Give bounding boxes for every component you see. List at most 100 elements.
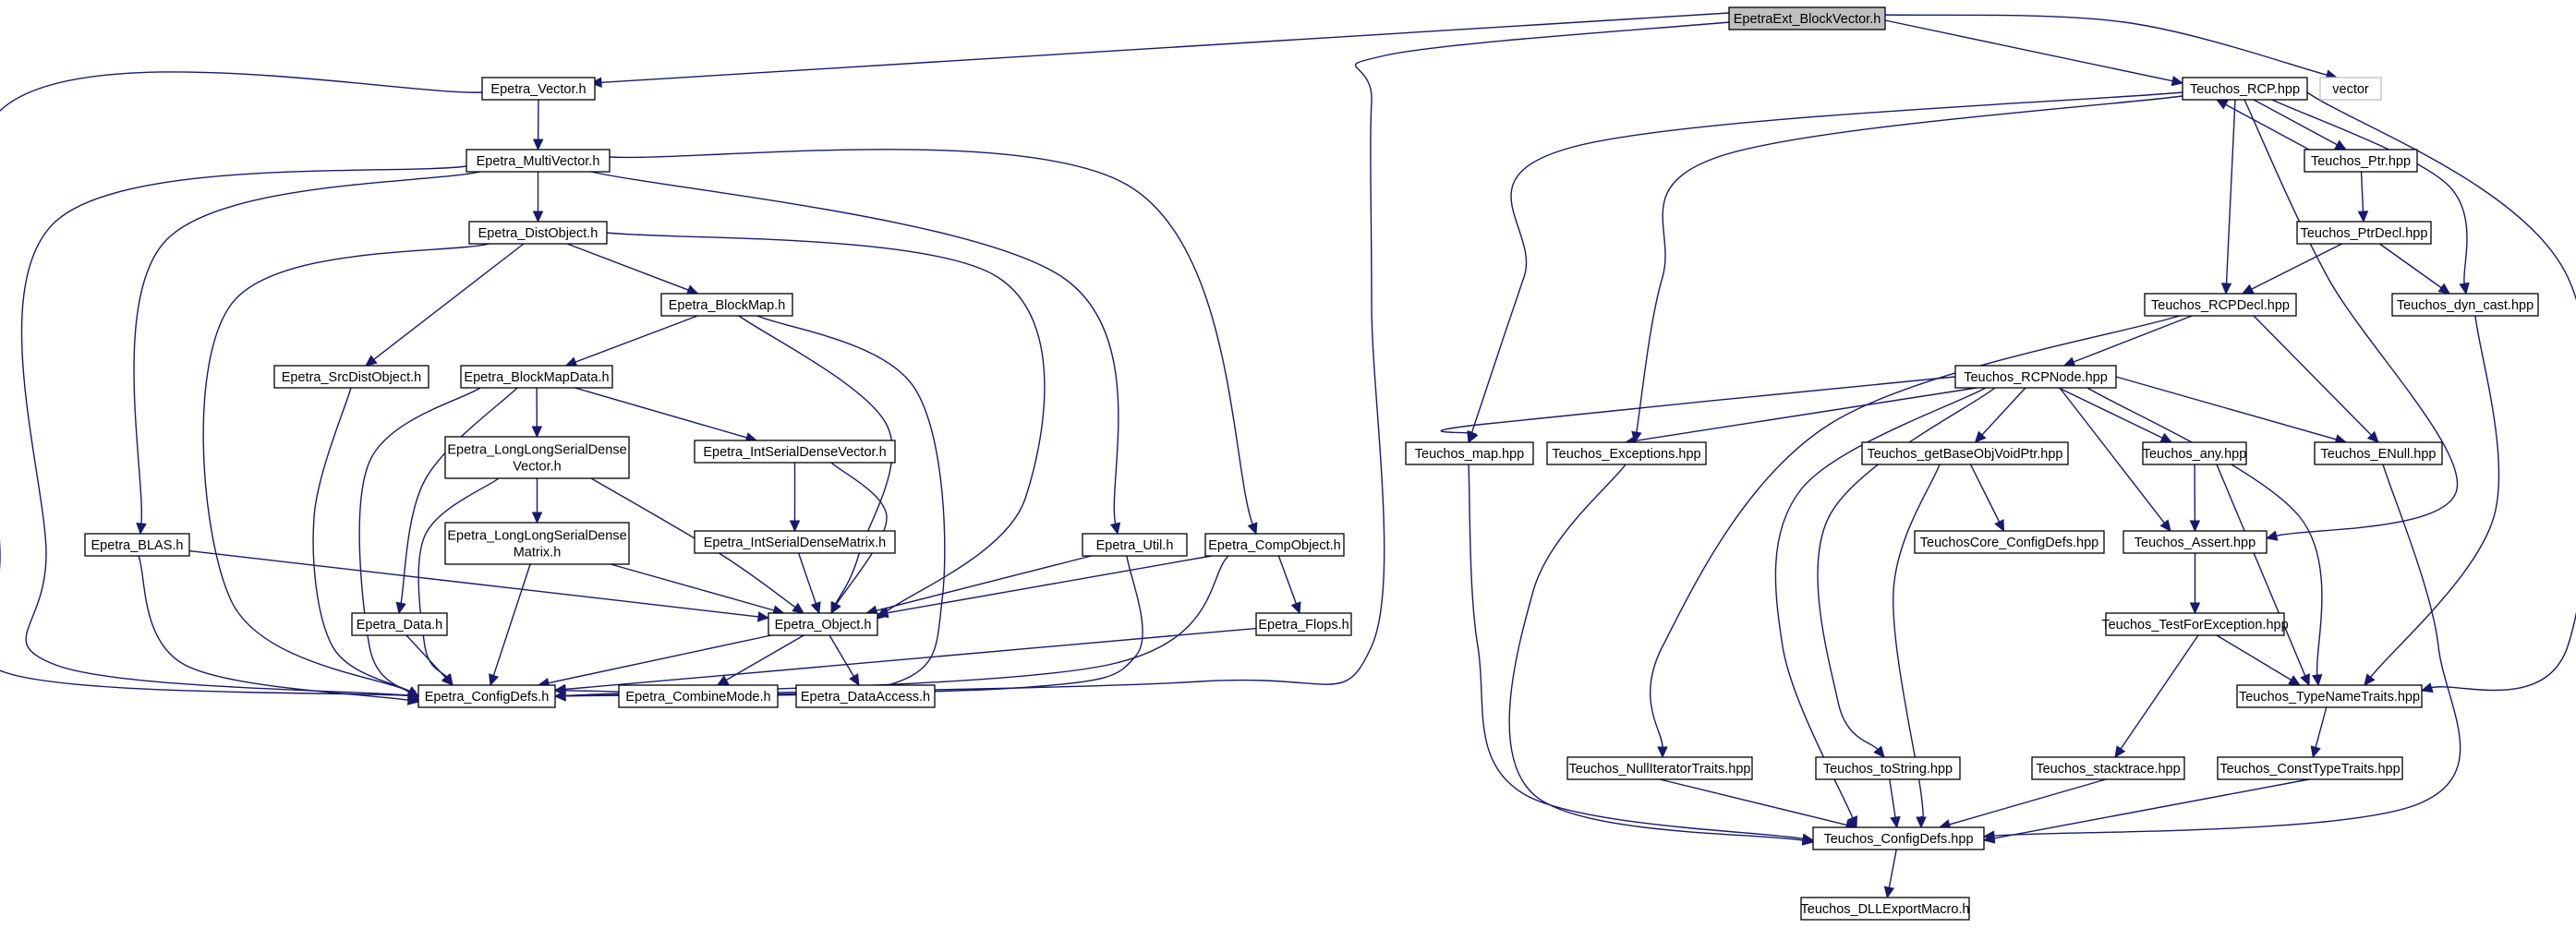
edge-arrowhead (2159, 519, 2171, 532)
node-ptr[interactable]: Teuchos_Ptr.hpp (2304, 149, 2418, 173)
node-label: Teuchos_PtrDecl.hpp (2301, 226, 2428, 241)
node-enull[interactable]: Teuchos_ENull.hpp (2314, 441, 2443, 465)
node-box (618, 684, 779, 708)
edge-line (610, 563, 775, 611)
node-root: EpetraExt_BlockVector.h (1728, 6, 1886, 30)
node-mv[interactable]: Epetra_MultiVector.h (466, 149, 611, 173)
node-flops[interactable]: Epetra_Flops.h (1255, 612, 1352, 636)
node-dacc[interactable]: Epetra_DataAccess.h (795, 684, 936, 708)
edge-arrowhead (1883, 886, 1895, 899)
node-box (1566, 756, 1753, 780)
edge-assert-to-tfe (2189, 553, 2201, 615)
node-dist[interactable]: Epetra_DistObject.h (468, 221, 608, 245)
edge-line (797, 552, 816, 604)
edge-arrowhead (849, 673, 860, 687)
node-dyn[interactable]: Teuchos_dyn_cast.hpp (2391, 293, 2539, 317)
edge-arrowhead (2459, 282, 2470, 295)
edge-llm-to-obj (610, 563, 785, 616)
edge-line (373, 243, 525, 360)
node-tccfg[interactable]: TeuchosCore_ConfigDefs.hpp (1914, 530, 2105, 554)
edge-root-to-vec (589, 12, 1730, 89)
node-cfg[interactable]: Epetra_ConfigDefs.h (417, 684, 556, 708)
node-tnt[interactable]: Teuchos_TypeNameTraits.hpp (2236, 684, 2423, 708)
edge-arrowhead (792, 602, 804, 614)
node-exc[interactable]: Teuchos_Exceptions.hpp (1546, 441, 1707, 465)
node-ism[interactable]: Epetra_IntSerialDenseMatrix.h (694, 530, 896, 554)
node-bmap[interactable]: Epetra_BlockMap.h (660, 293, 793, 317)
node-box (2122, 530, 2268, 554)
node-assert[interactable]: Teuchos_Assert.hpp (2122, 530, 2268, 554)
node-stack[interactable]: Teuchos_stacktrace.hpp (2031, 756, 2185, 780)
node-dll[interactable]: Teuchos_DLLExportMacro.h (1800, 897, 1970, 921)
node-label: Epetra_Flops.h (1258, 618, 1348, 633)
node-tostr[interactable]: Teuchos_toString.hpp (1815, 756, 1961, 780)
edge-line (1635, 387, 1977, 442)
node-obj[interactable]: Epetra_Object.h (768, 612, 878, 636)
edge-node-to-enull (2115, 376, 2348, 445)
node-label: EpetraExt_BlockVector.h (1734, 12, 1881, 27)
edge-node-to-map (1440, 376, 1956, 444)
edge-line (564, 627, 1257, 691)
node-label: Epetra_Util.h (1096, 538, 1174, 553)
node-box (444, 436, 630, 479)
node-util[interactable]: Epetra_Util.h (1082, 533, 1188, 557)
edge-line (2115, 376, 2337, 440)
node-cmode[interactable]: Epetra_CombineMode.h (618, 684, 779, 708)
node-nit[interactable]: Teuchos_NullIteratorTraits.hpp (1566, 756, 1753, 780)
edge-line (2370, 315, 2500, 678)
edge-line (2315, 706, 2328, 748)
node-label: Matrix.h (514, 546, 562, 560)
edge-arrowhead (2300, 673, 2310, 687)
node-ctt[interactable]: Teuchos_ConstTypeTraits.hpp (2217, 756, 2403, 780)
edge-dist-to-bmap (566, 243, 699, 295)
edge-bmap-to-obj (738, 315, 893, 615)
node-label: Epetra_MultiVector.h (477, 154, 600, 169)
node-node[interactable]: Teuchos_RCPNode.hpp (1954, 365, 2117, 389)
edge-line (725, 634, 804, 681)
edge-bmd-to-data (395, 387, 518, 615)
node-gbo[interactable]: Teuchos_getBaseObjVoidPtr.hpp (1861, 441, 2069, 465)
edge-line (1440, 376, 1956, 434)
node-label: Teuchos_RCPNode.hpp (1964, 370, 2108, 385)
edge-isv-to-obj (830, 462, 888, 615)
edge-arrowhead (2420, 682, 2434, 693)
edge-line (564, 21, 1730, 697)
node-rcp[interactable]: Teuchos_RCP.hpp (2182, 77, 2308, 101)
edge-node-to-exc (1624, 387, 1977, 446)
node-box (2304, 149, 2418, 173)
edge-map-to-tcfg (1468, 464, 1815, 844)
edge-obj-to-cmode (716, 634, 804, 686)
edge-arrowhead (876, 607, 889, 619)
node-comp[interactable]: Epetra_CompObject.h (1204, 533, 1345, 557)
edge-flops-to-cfg (553, 627, 1257, 695)
edge-line (1889, 778, 1896, 818)
edge-line (20, 165, 467, 696)
edge-line (188, 549, 759, 618)
edge-arrowhead (2265, 530, 2279, 541)
node-box (2144, 293, 2297, 317)
node-map[interactable]: Teuchos_map.hpp (1405, 441, 1534, 465)
node-rcpdecl[interactable]: Teuchos_RCPDecl.hpp (2144, 293, 2297, 317)
edge-rcpdecl-to-node (2062, 315, 2193, 368)
node-vec[interactable]: Epetra_Vector.h (481, 77, 596, 101)
edge-line (405, 634, 447, 679)
node-ptrdecl[interactable]: Teuchos_PtrDecl.hpp (2296, 221, 2432, 245)
node-box (2391, 293, 2539, 317)
node-isv[interactable]: Epetra_IntSerialDenseVector.h (694, 440, 896, 464)
edge-stack-to-tcfg (1938, 778, 2107, 830)
node-label: Epetra_SrcDistObject.h (282, 370, 422, 385)
node-any[interactable]: Teuchos_any.hpp (2142, 441, 2247, 465)
edge-line (492, 563, 531, 676)
node-bmd[interactable]: Epetra_BlockMapData.h (460, 365, 613, 389)
node-tcfg[interactable]: Teuchos_ConfigDefs.hpp (1812, 826, 1985, 850)
edge-bmd-to-isv (574, 387, 758, 443)
node-tfe[interactable]: Teuchos_TestForException.hpp (2101, 612, 2289, 636)
node-blas[interactable]: Epetra_BLAS.h (84, 533, 190, 557)
edge-mv-to-dist (532, 172, 544, 223)
node-box (1728, 6, 1886, 30)
node-data[interactable]: Epetra_Data.h (351, 612, 448, 636)
node-src[interactable]: Epetra_SrcDistObject.h (273, 365, 429, 389)
